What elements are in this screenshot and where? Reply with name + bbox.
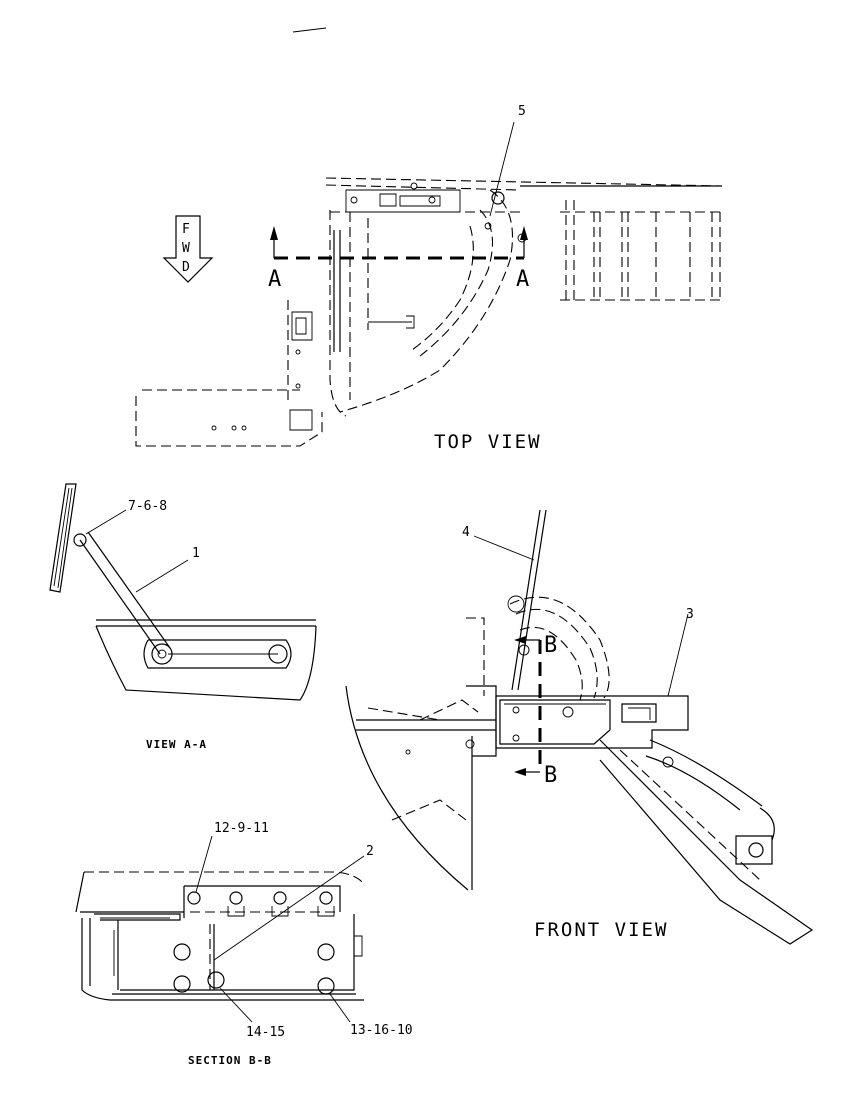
callout-1: 1	[192, 546, 200, 561]
callout-14-15: 14-15	[246, 1025, 285, 1040]
section-mark-b-bottom: B	[544, 763, 557, 788]
fwd-letter-f: F	[182, 222, 190, 237]
callout-13-16-10: 13-16-10	[350, 1023, 413, 1038]
callout-2: 2	[366, 844, 374, 859]
callout-3: 3	[686, 607, 694, 622]
top-view-title: TOP VIEW	[434, 431, 542, 453]
fwd-arrow-icon: F W D	[162, 215, 214, 283]
view-a-a: 7-6-8 1 VIEW A-A	[49, 483, 317, 751]
fwd-letter-d: D	[182, 260, 190, 275]
callout-5: 5	[518, 104, 526, 119]
stray-mark	[292, 27, 327, 33]
callout-12-9-11: 12-9-11	[214, 821, 269, 836]
section-mark-a-left: A	[268, 267, 281, 292]
front-view: 4 3	[345, 509, 814, 945]
section-b-b-title: SECTION B-B	[188, 1054, 272, 1067]
view-a-a-title: VIEW A-A	[146, 738, 207, 751]
section-b-b: 12-9-11 2 14-15 13-16-10 SECTION B-B	[75, 821, 413, 1067]
section-mark-a-right: A	[516, 267, 529, 292]
fwd-letter-w: W	[182, 241, 190, 256]
callout-7-6-8: 7-6-8	[128, 499, 167, 514]
top-view: F W D	[135, 104, 723, 453]
section-mark-b-top: B	[544, 633, 557, 658]
front-view-title: FRONT VIEW	[534, 919, 668, 941]
callout-4: 4	[462, 525, 470, 540]
